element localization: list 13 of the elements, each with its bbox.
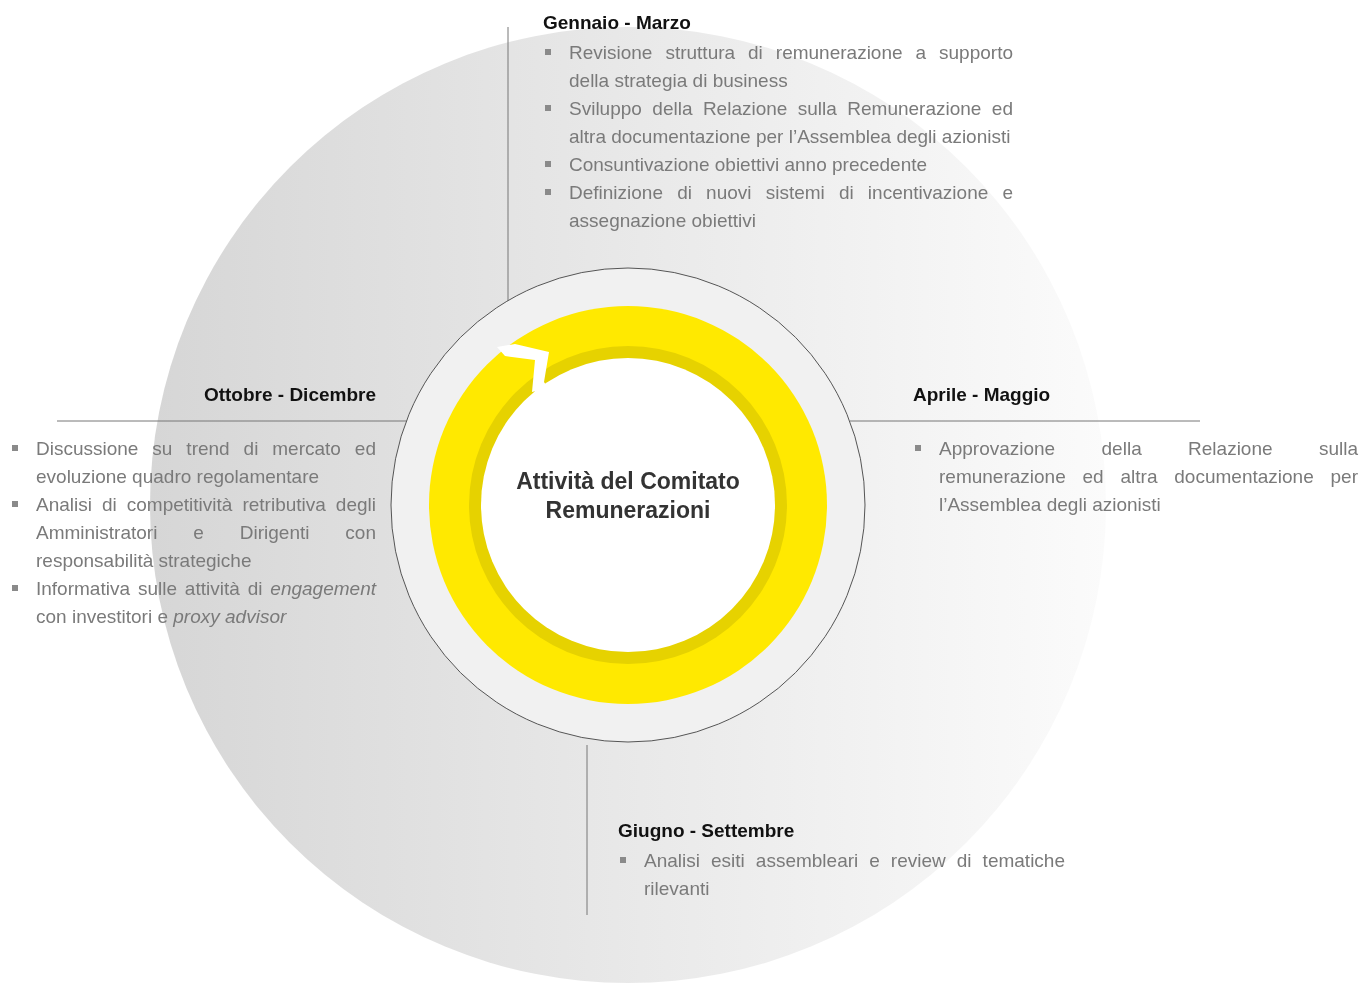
activity-bullet: Informativa sulle attività di engagement con investitori e proxy advisor [10,575,376,631]
activity-bullet: Analisi esiti assembleari e review di tematiche rilevanti [618,847,1065,903]
activity-bullet: Approvazione della Relazione sulla remunerazione ed altra documentazione per l’Assemblea degli azionisti [913,435,1358,519]
center-title: Attività del Comitato Remunerazioni [515,467,741,525]
period-heading: Gennaio - Marzo [543,11,692,35]
activity-bullet: Discussione su trend di mercato ed evoluzione quadro regolamentare [10,435,376,491]
period-heading: Giugno - Settembre [618,819,796,843]
period-heading: Aprile - Maggio [913,383,1052,407]
activity-bullet: Consuntivazione obiettivi anno precedente [543,151,1013,179]
period-heading: Ottobre - Dicembre [202,383,376,407]
activity-bullet: Definizione di nuovi sistemi di incentivazione e assegnazione obiettivi [543,179,1013,235]
activity-bullet: Sviluppo della Relazione sulla Remunerazione ed altra documentazione per l’Assemblea degli azionisti [543,95,1013,151]
activity-bullet: Revisione struttura di remunerazione a supporto della strategia di business [543,39,1013,95]
